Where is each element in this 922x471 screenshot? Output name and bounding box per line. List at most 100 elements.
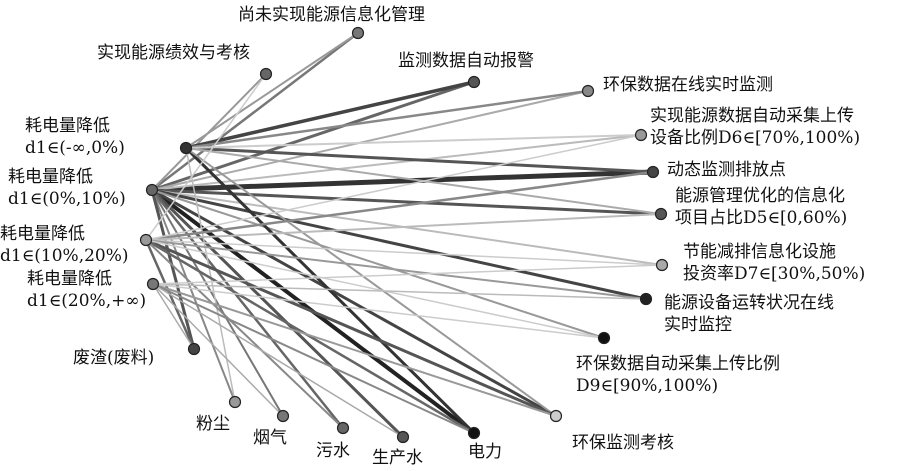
edge-n_d1_2-n_collect_d6 <box>151 134 642 191</box>
node-label-line: 耗电量降低 <box>8 167 93 187</box>
edge-n_d1_3-n_emission <box>144 170 655 242</box>
node-marker[interactable] <box>276 409 290 423</box>
edge-n_d1_3-n_sewage <box>145 239 344 429</box>
node-n_water_prod[interactable]: 生产水 <box>372 430 423 469</box>
node-n_unrealized[interactable]: 尚未实现能源信息化管理 <box>238 5 425 40</box>
node-label-line: 能源管理优化的信息化 <box>675 186 845 206</box>
node-marker[interactable] <box>336 421 350 435</box>
node-label: 能源管理优化的信息化项目占比D5∈[0,60%) <box>675 186 847 228</box>
node-marker[interactable] <box>351 26 365 40</box>
node-n_power[interactable]: 电力 <box>467 426 502 463</box>
edge-n_d1_2-n_env_d9 <box>151 189 605 339</box>
edge-n_d1_4-n_env_d9 <box>152 283 605 339</box>
node-marker[interactable] <box>139 233 153 247</box>
node-marker[interactable] <box>259 67 273 81</box>
node-label-line: 污水 <box>316 441 350 461</box>
edge-n_d1_2-n_unrealized <box>150 31 360 192</box>
node-n_env_assess[interactable]: 环保监测考核 <box>549 409 675 454</box>
node-label-line: 耗电量降低 <box>25 116 110 136</box>
node-label-line: 节能减排信息化设施 <box>683 242 836 262</box>
node-marker[interactable] <box>639 292 653 306</box>
edge-n_d1_2-n_dust <box>151 189 236 403</box>
node-marker[interactable] <box>145 183 159 197</box>
node-label-line: d1∈(0%,10%) <box>8 189 126 209</box>
edge-n_d1_2-n_emission <box>149 169 656 193</box>
node-n_invest_d7[interactable]: 节能减排信息化设施投资率D7∈[30%,50%) <box>655 242 866 284</box>
node-n_perf[interactable]: 实现能源绩效与考核 <box>97 43 273 81</box>
node-label-line: 电力 <box>468 442 502 462</box>
node-marker[interactable] <box>187 342 201 356</box>
node-marker[interactable] <box>228 395 242 409</box>
edge-n_d1_1-n_unrealized <box>185 32 359 149</box>
node-n_env_online[interactable]: 环保数据在线实时监测 <box>581 75 774 98</box>
node-label-line: 环保数据在线实时监测 <box>603 75 773 95</box>
edge-n_d1_4-n_power <box>152 283 475 434</box>
node-label-line: 废渣(废料) <box>73 348 154 368</box>
node-label-line: 尚未实现能源信息化管理 <box>238 5 425 25</box>
edge-n_d1_3-n_env_d9 <box>145 239 605 339</box>
node-marker[interactable] <box>597 331 611 345</box>
node-n_slag[interactable]: 废渣(废料) <box>73 342 201 369</box>
node-label-line: d1∈(-∞,0%) <box>25 138 125 158</box>
node-label: 粉尘 <box>196 414 230 434</box>
node-label-line: 实现能源绩效与考核 <box>97 43 250 63</box>
node-label: 环保监测考核 <box>572 433 674 453</box>
node-n_mgmt_d5[interactable]: 能源管理优化的信息化项目占比D5∈[0,60%) <box>654 186 848 228</box>
node-n_collect_d6[interactable]: 实现能源数据自动采集上传设备比例D6∈[70%,100%) <box>634 106 861 148</box>
node-marker[interactable] <box>467 75 481 89</box>
edge-n_d1_4-n_slag <box>152 283 195 350</box>
node-label: 实现能源绩效与考核 <box>97 43 250 63</box>
edge-n_d1_3-n_collect_d6 <box>145 134 642 241</box>
node-n_dust[interactable]: 粉尘 <box>196 395 242 435</box>
node-marker[interactable] <box>634 128 648 142</box>
node-marker[interactable] <box>654 207 668 221</box>
node-n_equip[interactable]: 能源设备运转状况在线实时监控 <box>639 292 835 335</box>
node-label-line: 生产水 <box>372 448 423 468</box>
node-n_alarm[interactable]: 监测数据自动报警 <box>398 51 534 89</box>
edge-n_d1_3-n_env_assess <box>144 238 558 418</box>
edge-n_d1_1-n_power <box>184 146 476 435</box>
edge-n_d1_2-n_equip <box>150 188 648 301</box>
node-label-line: 烟气 <box>253 428 287 448</box>
edge-n_d1_2-n_smoke <box>151 189 284 417</box>
node-marker[interactable] <box>396 430 410 444</box>
node-label-line: 动态监测排放点 <box>667 160 786 180</box>
node-label: 生产水 <box>372 448 423 468</box>
edge-n_d1_3-n_power <box>144 238 476 435</box>
node-marker[interactable] <box>549 409 563 423</box>
node-label-line: 环保数据自动采集上传比例 <box>576 354 780 374</box>
node-label-line: 耗电量降低 <box>0 224 85 244</box>
edge-n_d1_3-n_perf <box>145 73 267 241</box>
node-label-line: 环保监测考核 <box>572 433 674 453</box>
edge-n_d1_4-n_equip <box>152 283 647 300</box>
edge-n_d1_2-n_slag <box>150 188 196 351</box>
edge-n_d1_4-n_water_prod <box>152 283 404 438</box>
node-label: 废渣(废料) <box>73 348 154 368</box>
node-label: 监测数据自动报警 <box>398 51 534 71</box>
node-label: 动态监测排放点 <box>667 160 786 180</box>
node-marker[interactable] <box>179 141 193 155</box>
node-marker[interactable] <box>646 165 660 179</box>
edge-n_d1_3-n_equip <box>145 239 647 300</box>
node-marker[interactable] <box>581 84 595 98</box>
node-marker[interactable] <box>146 277 160 291</box>
node-label: 污水 <box>316 441 350 461</box>
node-marker[interactable] <box>655 258 669 272</box>
node-marker[interactable] <box>467 426 481 440</box>
node-n_sewage[interactable]: 污水 <box>316 421 350 462</box>
node-label-line: 监测数据自动报警 <box>398 51 534 71</box>
node-n_smoke[interactable]: 烟气 <box>253 409 290 449</box>
edge-n_d1_4-n_env_assess <box>152 283 557 417</box>
edge-n_d1_1-n_alarm <box>184 80 476 150</box>
node-n_emission[interactable]: 动态监测排放点 <box>646 160 787 180</box>
node-label-line: 设备比例D6∈[70%,100%) <box>650 128 860 148</box>
node-label: 实现能源数据自动采集上传设备比例D6∈[70%,100%) <box>650 106 860 148</box>
